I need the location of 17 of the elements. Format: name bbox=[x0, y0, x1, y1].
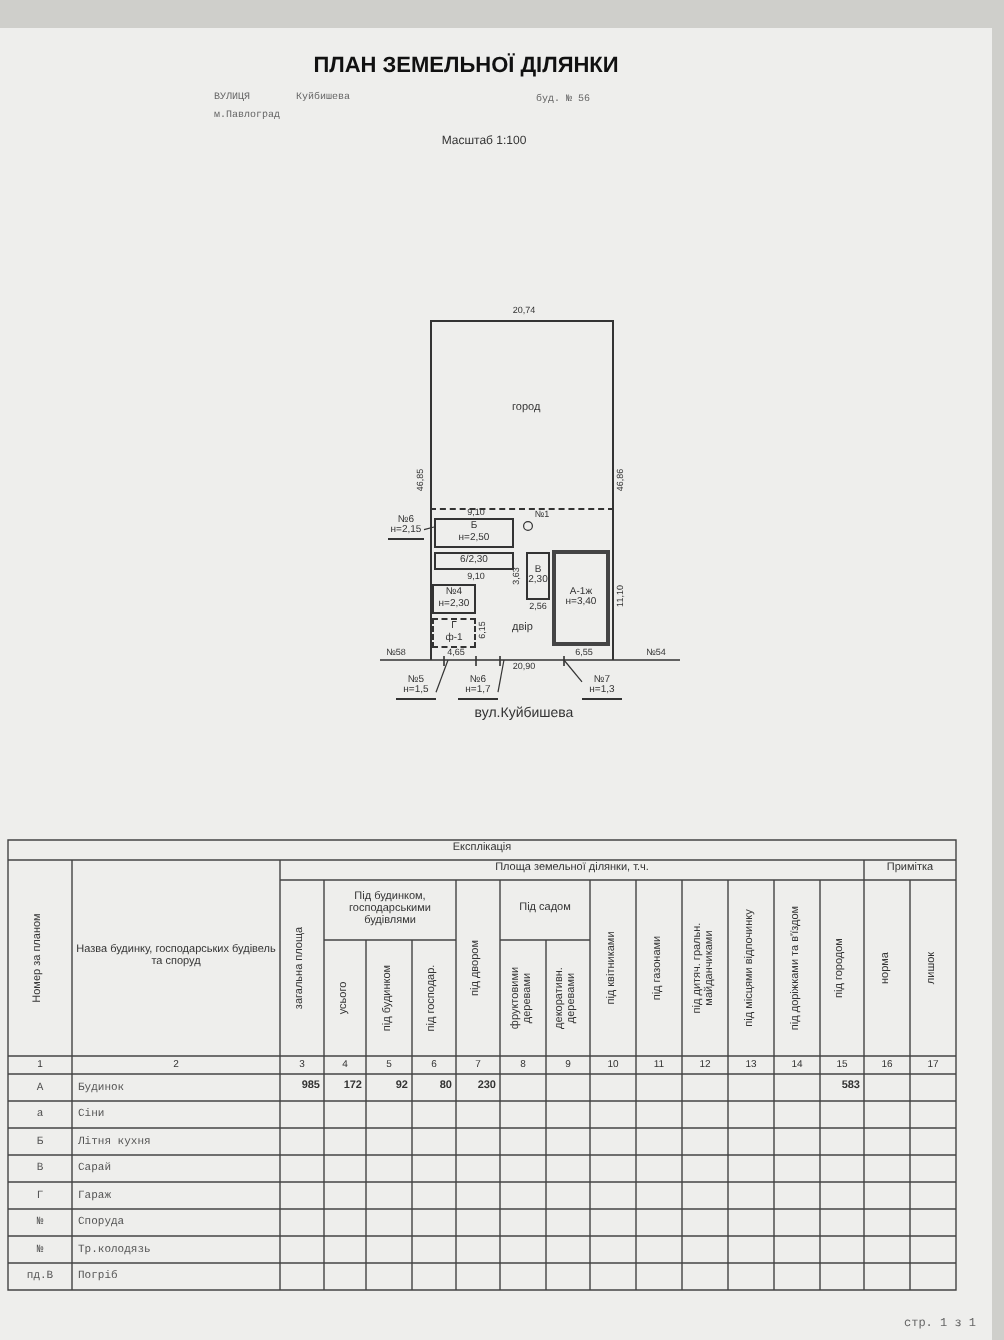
leader-label bbox=[458, 674, 498, 700]
building-outline bbox=[432, 618, 476, 648]
building-outline bbox=[434, 552, 514, 570]
building-outline bbox=[432, 584, 476, 614]
garden-area bbox=[430, 320, 614, 508]
leader-label bbox=[582, 674, 622, 700]
building-outline bbox=[526, 552, 550, 600]
leader-label bbox=[388, 514, 424, 540]
building-outline bbox=[552, 550, 610, 646]
leader-line bbox=[497, 659, 505, 693]
yard-area bbox=[430, 508, 614, 660]
title: ПЛАН ЗЕМЕЛЬНОЇ ДІЛЯНКИ bbox=[313, 56, 619, 80]
leader-line bbox=[563, 659, 583, 683]
building-outline bbox=[434, 518, 514, 548]
leader-label bbox=[396, 674, 436, 700]
leader-line bbox=[435, 659, 449, 693]
leader-line bbox=[423, 526, 435, 531]
